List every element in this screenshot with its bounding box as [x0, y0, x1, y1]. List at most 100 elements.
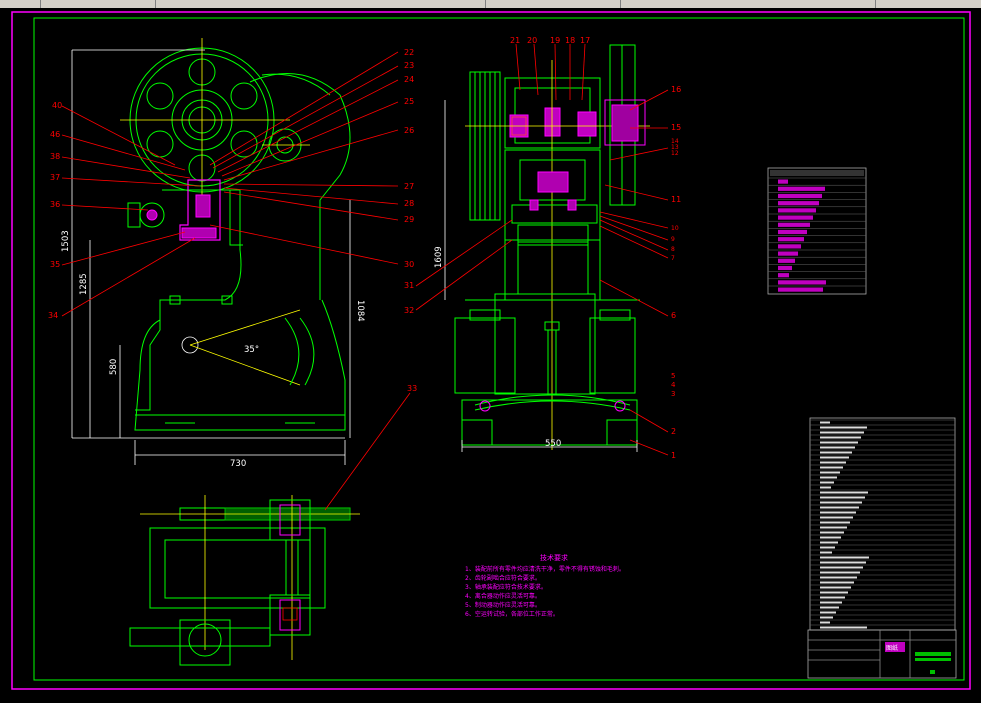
table-row-text: [820, 476, 837, 479]
table-row-text: [820, 561, 866, 564]
label-36: 36: [50, 200, 60, 209]
dim-730: 730: [230, 459, 246, 469]
table-row-text: [820, 516, 853, 519]
tech-req-3: 3、轴承装配应符合技术要求。: [465, 583, 547, 591]
label-12: 12: [671, 150, 679, 157]
toolbar-separator: [485, 0, 486, 8]
table-row-text: [820, 581, 854, 584]
label-19: 19: [550, 36, 560, 45]
label-34: 34: [48, 311, 58, 320]
label-35: 35: [50, 260, 60, 269]
label-5: 5: [671, 372, 675, 380]
table-row-text: [820, 546, 835, 549]
table-row-text: [820, 436, 861, 439]
table-row-text: [778, 287, 823, 292]
drawing-svg[interactable]: 35° 1503 1285 580 1084 730 40 46 38 37 3…: [0, 8, 981, 699]
label-4: 4: [671, 381, 676, 389]
side-view: 35° 1503 1285 580 1084 730: [61, 38, 365, 469]
dim-580: 580: [109, 359, 119, 375]
table-row-text: [820, 471, 840, 474]
table-row-text: [820, 511, 856, 514]
table-row-text: [778, 193, 822, 199]
section-view: [129, 495, 360, 666]
tech-req-4: 4、离合器动作应灵活可靠。: [465, 592, 541, 600]
label-18: 18: [565, 36, 575, 45]
table-row-text: [820, 466, 843, 469]
table-row-text: [820, 486, 831, 489]
table-row-text: [820, 531, 844, 534]
label-26: 26: [404, 126, 414, 135]
title-block: 图纸: [807, 629, 957, 679]
table-row-text: [820, 421, 830, 424]
label-9: 9: [671, 236, 675, 243]
table-row-text: [820, 521, 850, 524]
table-row-text: [820, 426, 867, 429]
table-row-text: [778, 273, 789, 278]
table-row-text: [778, 237, 804, 242]
label-24: 24: [404, 75, 414, 84]
label-8: 8: [671, 246, 675, 253]
tech-req-6: 6、空运转试验，各部位工作正常。: [465, 610, 559, 618]
label-32: 32: [404, 306, 414, 315]
table-row-text: [820, 461, 846, 464]
dim-1503: 1503: [61, 230, 71, 252]
sheet-outer-border: [11, 11, 971, 690]
cad-drawing-canvas[interactable]: 35° 1503 1285 580 1084 730 40 46 38 37 3…: [0, 8, 981, 699]
table-row-text: [820, 571, 860, 574]
dim-550: 550: [545, 439, 561, 449]
table-row-text: [820, 481, 834, 484]
label-33: 33: [407, 384, 417, 393]
label-16: 16: [671, 85, 681, 94]
dim-1609: 1609: [434, 246, 444, 268]
label-40: 40: [52, 101, 62, 110]
table-row-text: [820, 616, 833, 619]
label-23: 23: [404, 61, 414, 70]
table-row-text: [820, 451, 852, 454]
label-7: 7: [671, 255, 675, 262]
toolbar-separator: [620, 0, 621, 8]
right-part-labels: 16 15 14 13 12 11 10 9 8 7 6 5 4 3 2 1 3…: [404, 85, 681, 460]
label-30: 30: [404, 260, 414, 269]
label-28: 28: [404, 199, 414, 208]
label-25: 25: [404, 97, 414, 106]
top-right-labels: 21 20 19 18 17: [510, 36, 590, 101]
tech-req-title: 技术要求: [540, 553, 568, 562]
label-38: 38: [50, 152, 60, 161]
table-row-text: [820, 556, 869, 559]
technical-requirements: 技术要求 1、装配前所有零件均应清洗干净，零件不得有锈蚀和毛刺。 2、齿轮副啮合…: [465, 553, 625, 618]
table-row-text: [820, 611, 836, 614]
table-row-text: [820, 536, 841, 539]
table-row-text: [820, 526, 847, 529]
label-21: 21: [510, 36, 520, 45]
table-row-text: [820, 591, 848, 594]
leader-33: [324, 392, 411, 511]
table-row-text: [778, 179, 788, 184]
table-row-text: [778, 229, 807, 235]
table-row-text: [820, 576, 857, 579]
label-10: 10: [671, 225, 679, 232]
label-27: 27: [404, 182, 414, 191]
dim-1084: 1084: [355, 300, 365, 322]
left-part-labels: 40 46 38 37 36 35 34: [48, 101, 201, 320]
table-row-text: [820, 606, 839, 609]
table-row-text: [778, 186, 825, 191]
angle-label: 35°: [244, 345, 259, 355]
table-row-text: [820, 601, 842, 604]
label-14: 14: [671, 138, 679, 145]
table-row-text: [820, 621, 830, 624]
table-row-text: [820, 626, 867, 629]
table-row-text: [778, 258, 795, 263]
table-row-text: [820, 541, 838, 544]
small-parts-table: [767, 167, 867, 295]
label-46: 46: [50, 130, 60, 139]
table-row-text: [820, 596, 845, 599]
table-row-text: [820, 586, 851, 589]
toolbar-separator: [875, 0, 876, 8]
table-row-text: [820, 566, 863, 569]
label-6: 6: [671, 311, 676, 320]
label-11: 11: [671, 195, 681, 204]
label-13: 13: [671, 144, 679, 151]
table-row-text: [778, 280, 826, 285]
bom-table: [809, 417, 956, 631]
label-1: 1: [671, 451, 676, 460]
